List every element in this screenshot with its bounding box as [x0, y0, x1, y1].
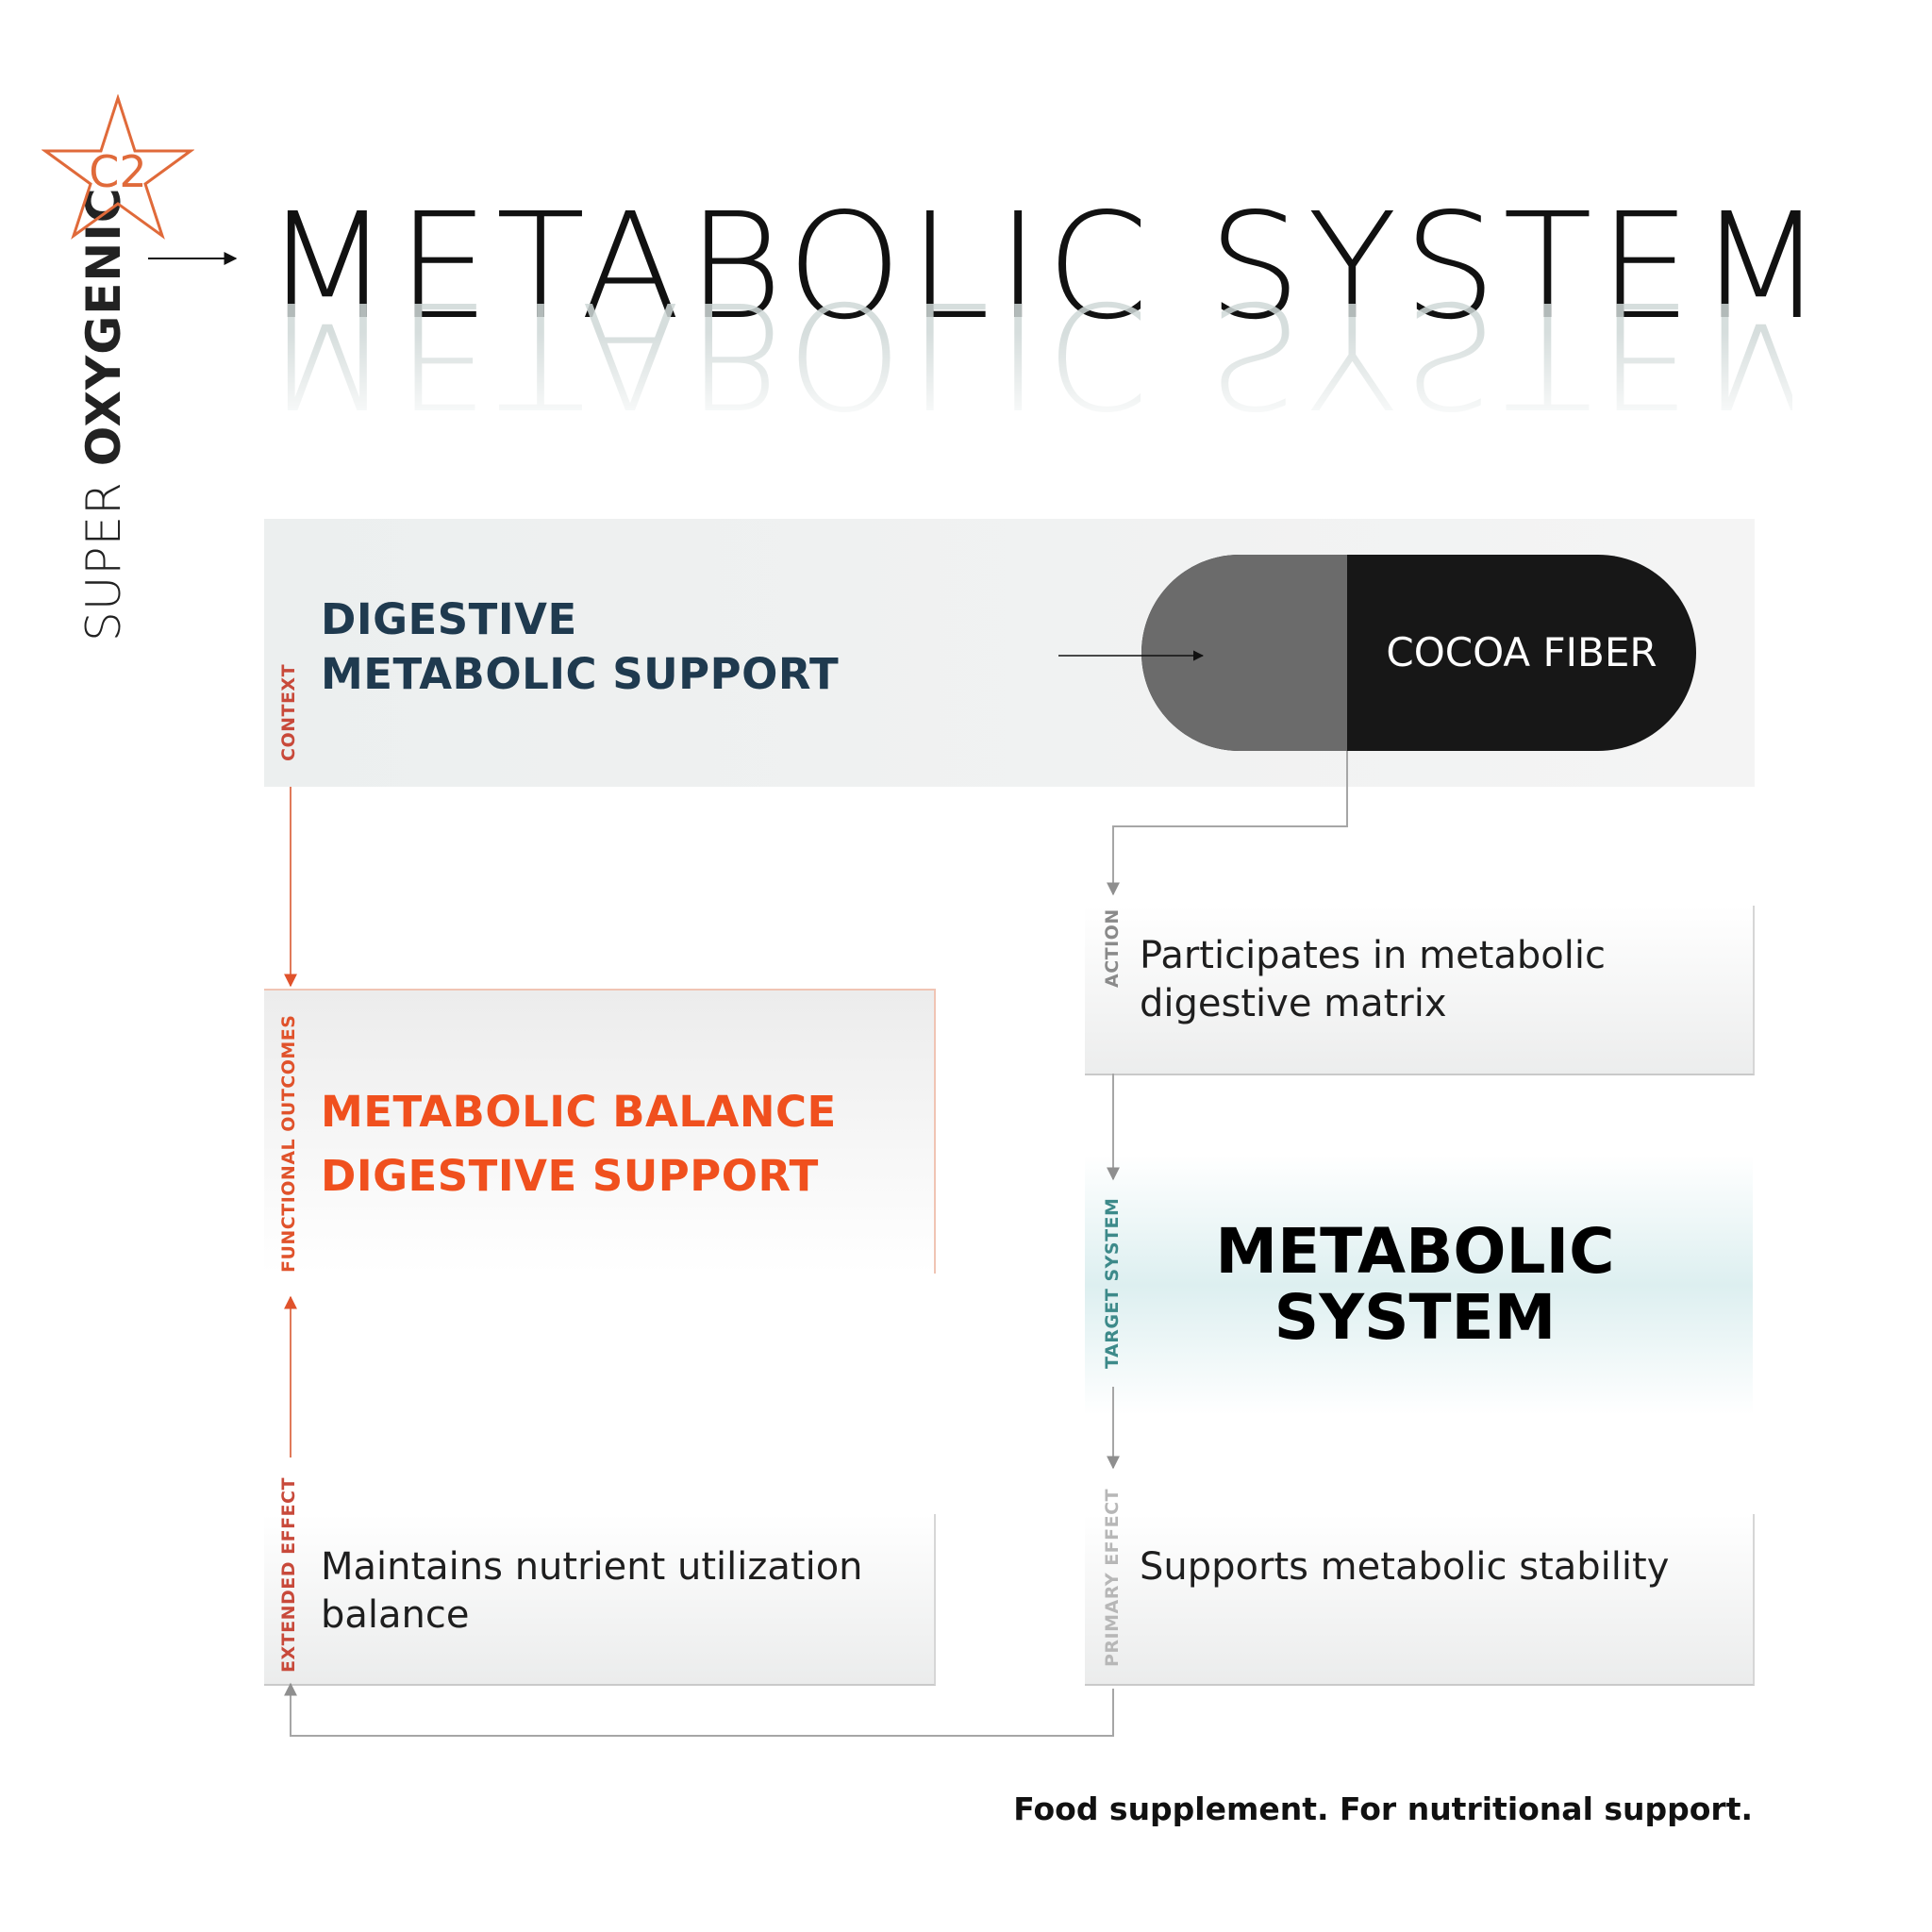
functional-outcomes-label: FUNCTIONAL OUTCOMES [278, 1014, 299, 1273]
context-heading-line1: DIGESTIVE [321, 594, 577, 644]
target-system-line1: METABOLIC [1215, 1215, 1615, 1288]
target-system-label: TARGET SYSTEM [1102, 1197, 1123, 1369]
extended-effect-label: EXTENDED EFFECT [278, 1477, 299, 1674]
context-label: CONTEXT [278, 663, 299, 761]
target-system-heading: METABOLIC SYSTEM [1132, 1219, 1698, 1351]
target-system-line2: SYSTEM [1274, 1281, 1557, 1354]
footer-disclaimer: Food supplement. For nutritional support… [1013, 1790, 1753, 1827]
functional-outcomes-panel [264, 989, 936, 1274]
cocoa-fiber-capsule: COCOA FIBER [1141, 555, 1696, 751]
context-heading: DIGESTIVE METABOLIC SUPPORT [321, 592, 1075, 702]
primary-effect-text: Supports metabolic stability [1140, 1545, 1670, 1589]
brand-wordmark: SUPER OXYGENIC [71, 187, 137, 641]
action-panel [1085, 906, 1755, 1075]
primary-to-extended-line [284, 1682, 1114, 1737]
extended-effect-text: Maintains nutrient utilization balance [321, 1545, 863, 1637]
target-system-panel [1085, 1156, 1753, 1415]
brand-logo [42, 94, 194, 240]
context-heading-line2: METABOLIC SUPPORT [321, 649, 840, 699]
page-title-reflection: METABOLIC SYSTEM [264, 269, 1831, 440]
star-icon [42, 94, 194, 240]
action-text: Participates in metabolic digestive matr… [1140, 934, 1606, 1025]
primary-effect-label: PRIMARY EFFECT [1102, 1488, 1123, 1668]
functional-outcomes-line2: DIGESTIVE SUPPORT [321, 1151, 819, 1201]
functional-outcomes-heading: METABOLIC BALANCE DIGESTIVE SUPPORT [321, 1080, 924, 1208]
functional-outcomes-line1: METABOLIC BALANCE [321, 1087, 837, 1137]
brand-name-light: SUPER [76, 481, 131, 641]
page-title: METABOLIC SYSTEM [264, 181, 1831, 352]
capsule-left-half [1141, 555, 1347, 751]
action-label: ACTION [1102, 908, 1123, 988]
primary-effect-panel [1085, 1514, 1755, 1686]
capsule-label: COCOA FIBER [1386, 629, 1657, 675]
logo-text: C2 [89, 146, 147, 197]
